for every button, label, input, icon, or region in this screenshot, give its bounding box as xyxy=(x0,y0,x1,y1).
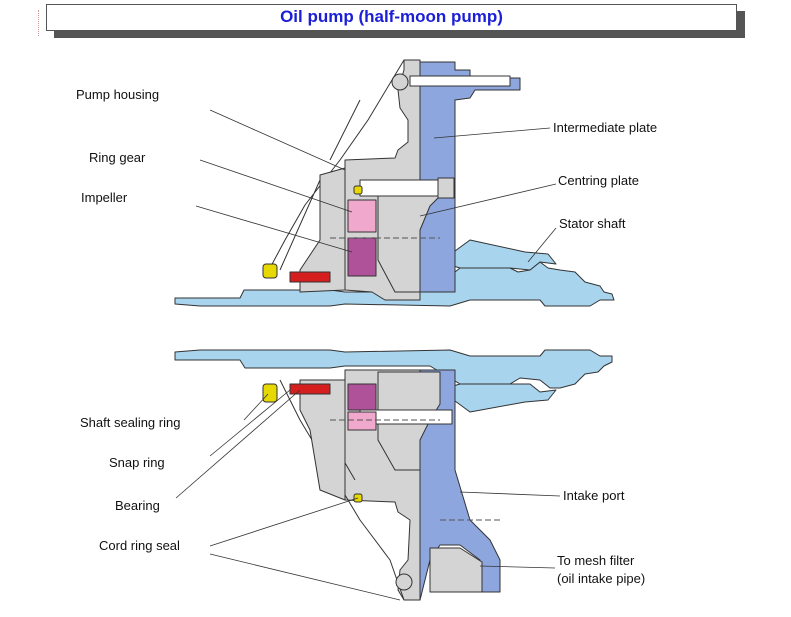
leader-snap-ring xyxy=(209,389,291,457)
leader-ring-gear xyxy=(199,159,353,213)
leader-centring-plate xyxy=(419,183,557,217)
leader-intermediate-plate xyxy=(433,127,551,139)
label-snap-ring: Snap ring xyxy=(109,455,165,470)
leader-impeller xyxy=(195,205,353,253)
lower-stator-bracket xyxy=(439,383,557,413)
lower-intake-pipe xyxy=(429,547,483,593)
leader-stator-shaft xyxy=(527,227,557,263)
label-oil-intake-pipe: (oil intake pipe) xyxy=(557,571,646,586)
upper-housing-block xyxy=(299,167,346,293)
label-pump-housing: Pump housing xyxy=(76,87,160,102)
label-stator-shaft: Stator shaft xyxy=(559,216,626,231)
upper-shaft-seal xyxy=(289,271,331,283)
upper-bolt-round xyxy=(391,73,409,91)
upper-top-bolt xyxy=(409,75,511,87)
label-centring-plate: Centring plate xyxy=(558,173,639,188)
leader-pump-housing xyxy=(209,109,346,171)
page-title: Oil pump (half-moon pump) xyxy=(280,7,503,26)
title-box: Oil pump (half-moon pump) xyxy=(46,4,737,31)
upper-stator-bracket xyxy=(439,239,557,271)
label-shaft-sealing-ring: Shaft sealing ring xyxy=(80,415,181,430)
upper-intermediate-plate xyxy=(419,61,521,293)
upper-snap-ring xyxy=(262,263,278,279)
leader-cord-ring-2 xyxy=(209,553,401,601)
leader-bearing xyxy=(175,389,301,499)
lower-ring-gear xyxy=(347,411,377,431)
label-intake-port: Intake port xyxy=(563,488,625,503)
upper-ring-gear xyxy=(347,199,377,233)
label-intermediate-plate: Intermediate plate xyxy=(553,120,658,135)
label-ring-gear: Ring gear xyxy=(89,150,146,165)
leader-intake-port xyxy=(459,491,561,497)
leader-cord-ring-1 xyxy=(209,497,359,547)
upper-impeller xyxy=(347,237,377,277)
lower-stator-shaft xyxy=(174,349,613,389)
label-to-mesh-filter: To mesh filter xyxy=(557,553,635,568)
label-bearing: Bearing xyxy=(115,498,160,513)
leader-mesh-filter xyxy=(479,565,556,569)
label-cord-ring-seal: Cord ring seal xyxy=(99,538,180,553)
margin-mark xyxy=(38,10,43,36)
upper-cord-ring xyxy=(353,185,363,195)
lower-snap-ring xyxy=(262,383,278,403)
lower-bolt-round xyxy=(395,573,413,591)
lower-impeller xyxy=(347,383,377,411)
lower-housing-block xyxy=(299,379,346,501)
lower-shaft-seal xyxy=(289,383,331,395)
label-impeller: Impeller xyxy=(81,190,128,205)
leader-shaft-sealing-ring xyxy=(243,393,269,421)
upper-bolt-head xyxy=(437,177,455,199)
